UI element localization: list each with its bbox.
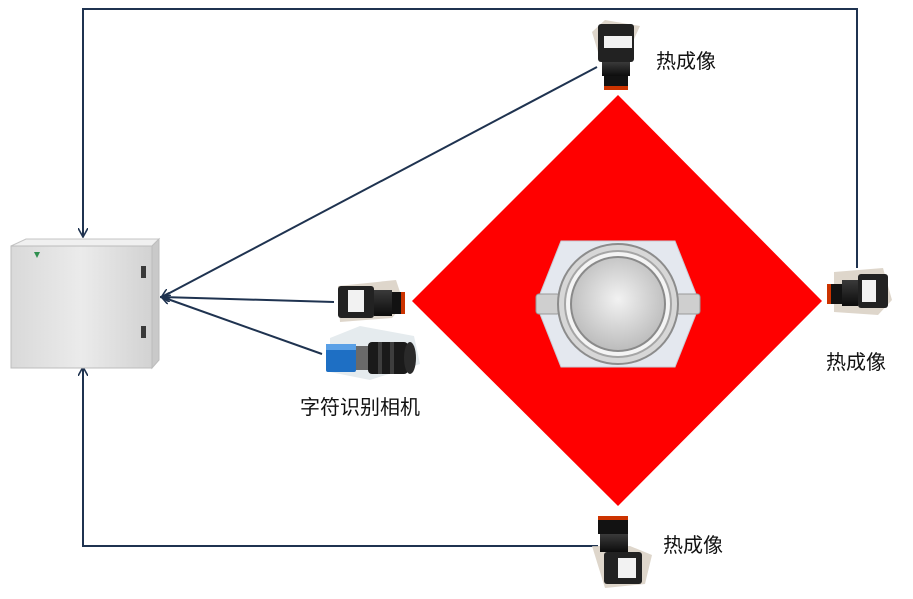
thermal-camera-right-icon bbox=[827, 268, 892, 315]
connector-ocr-camera-to-cabinet bbox=[162, 297, 323, 355]
connector-bottom-camera-to-cabinet bbox=[83, 368, 598, 547]
connector-top-camera-to-cabinet bbox=[162, 66, 598, 297]
thermal-camera-top-label: 热成像 bbox=[656, 49, 716, 73]
cabinet-icon bbox=[10, 237, 161, 370]
connectors bbox=[83, 8, 858, 547]
thermal-camera-bottom-icon bbox=[592, 516, 652, 588]
connector-right-camera-to-cabinet bbox=[83, 8, 858, 268]
connector-left-camera-to-cabinet bbox=[162, 297, 335, 303]
pipe-icon bbox=[535, 240, 701, 368]
thermal-camera-top-icon bbox=[592, 20, 640, 90]
thermal-camera-left-icon bbox=[338, 280, 405, 322]
thermal-camera-bottom-label: 热成像 bbox=[663, 533, 723, 557]
ocr-camera-label: 字符识别相机 bbox=[300, 395, 420, 419]
ocr-camera-icon bbox=[326, 326, 420, 380]
thermal-camera-right-label: 热成像 bbox=[826, 350, 886, 374]
